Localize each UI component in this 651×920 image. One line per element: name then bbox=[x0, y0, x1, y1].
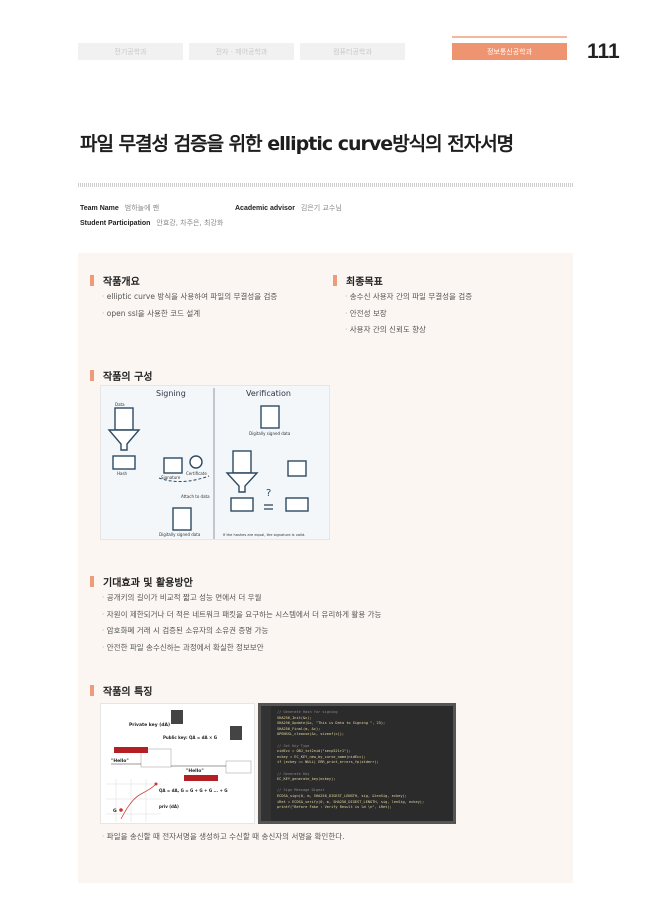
active-tab-indicator bbox=[452, 36, 567, 38]
data-label: Data bbox=[115, 402, 125, 407]
advisor: Academic advisor 김은기 교수님 bbox=[235, 203, 342, 213]
question-mark-icon: ? bbox=[266, 488, 271, 499]
heading-text: 기대효과 및 활용방안 bbox=[103, 578, 193, 589]
private-key-label: Private key (dA) bbox=[129, 722, 170, 728]
page-title: 파일 무결성 검증을 위한 elliptic curve방식의 전자서명 bbox=[80, 133, 514, 155]
list-item: 안전한 파일 송수신하는 과정에서 확실한 정보보안 bbox=[102, 640, 381, 657]
formula-label: QA = dA, G = G + G + G ... + G bbox=[159, 788, 228, 793]
code-line: // Generate Hash for signing bbox=[277, 710, 338, 714]
list-item: 송수신 사용자 간의 파일 무결성을 검증 bbox=[345, 289, 472, 306]
team-value: 범하늘에 팬 bbox=[124, 204, 160, 212]
heading-text: 최종목표 bbox=[346, 277, 383, 288]
signing-label: Signing bbox=[156, 389, 186, 398]
hash-icon bbox=[230, 497, 254, 512]
heading-marker bbox=[90, 275, 94, 286]
list-item: 사용자 간의 신뢰도 향상 bbox=[345, 322, 472, 339]
list-item: open ssl을 사용한 코드 설계 bbox=[102, 306, 277, 323]
code-line: SHA256_Update(&c, "This is Data to Signi… bbox=[277, 721, 386, 726]
code-line: eckey = EC_KEY_new_by_curve_name(nidEcc)… bbox=[277, 754, 366, 759]
signature-label: Signature bbox=[161, 475, 181, 480]
hello-label: "Hello" bbox=[111, 758, 129, 764]
equals-icon bbox=[264, 504, 273, 510]
students-value: 안효강, 차주은, 최강화 bbox=[156, 219, 224, 227]
tab-electronics[interactable]: 전자 · 제어공학과 bbox=[189, 43, 294, 60]
features-heading: 작품의 특징 bbox=[90, 683, 152, 698]
verification-label: Verification bbox=[246, 389, 291, 398]
hash-icon bbox=[112, 455, 136, 470]
code-line: EC_KEY_generate_key(eckey); bbox=[277, 777, 336, 782]
code-line: // Sign Message Digest bbox=[277, 788, 325, 793]
certificate-icon bbox=[189, 455, 203, 469]
hash-label: Hash bbox=[117, 471, 128, 476]
composition-heading: 작품의 구성 bbox=[90, 368, 152, 383]
code-line: iRet = ECDSA_verify(0, m, SHA256_DIGEST_… bbox=[277, 799, 425, 804]
advisor-label: Academic advisor bbox=[235, 205, 295, 212]
features-list: 파일을 송신할 때 전자서명을 생성하고 수신할 때 송신자의 서명을 확인한다… bbox=[102, 829, 345, 846]
code-line: printf("Before Fake : Verify Result is %… bbox=[277, 805, 392, 810]
heading-text: 작품개요 bbox=[103, 277, 140, 288]
code-line: if (eckey == NULL) ERR_print_errors_fp(s… bbox=[277, 760, 379, 765]
tab-electrical[interactable]: 전기공학과 bbox=[78, 43, 183, 60]
heading-marker bbox=[90, 576, 94, 587]
signed-document-icon bbox=[260, 405, 280, 429]
heading-marker bbox=[90, 370, 94, 381]
hash-icon bbox=[285, 497, 309, 512]
page-number: 111 bbox=[587, 40, 620, 63]
team-label: Team Name bbox=[80, 205, 119, 212]
divider bbox=[78, 183, 573, 187]
list-item: 자원이 제한되거나 더 적은 네트워크 패킷을 요구하는 시스템에서 더 유리하… bbox=[102, 607, 382, 624]
signed-document-icon bbox=[172, 507, 192, 531]
heading-text: 작품의 구성 bbox=[103, 372, 153, 383]
effects-heading: 기대효과 및 활용방안 bbox=[90, 574, 193, 589]
goal-list: 송수신 사용자 간의 파일 무결성을 검증 안전성 보장 사용자 간의 신뢰도 … bbox=[345, 289, 472, 339]
certificate-label: Certificate bbox=[186, 471, 207, 476]
students: Student Participation 안효강, 차주은, 최강화 bbox=[80, 218, 223, 228]
funnel-icon bbox=[225, 472, 259, 493]
code-line: SHA256_Init(&c); bbox=[277, 715, 312, 720]
signed-data-label: Digitally signed data bbox=[249, 431, 291, 436]
heading-text: 작품의 특징 bbox=[103, 687, 153, 698]
signature-diagram: Signing Verification ? Data Hash Signatu… bbox=[100, 385, 330, 540]
code-line: nidEcc = OBJ_txt2nid("secp521r1"); bbox=[277, 749, 351, 754]
code-line: OPENSSL_cleanse(&c, sizeof(c)); bbox=[277, 732, 345, 737]
funnel-icon bbox=[107, 429, 141, 451]
g-label: G bbox=[113, 808, 117, 814]
overview-heading: 작품개요 bbox=[90, 273, 140, 288]
overview-list: elliptic curve 방식을 사용하여 파일의 무결성을 검증 open… bbox=[102, 289, 278, 323]
public-key-label: Public key: QA = dA × G bbox=[163, 735, 217, 740]
signed-data-label: Digitally signed data bbox=[159, 532, 201, 537]
tab-ict[interactable]: 정보통신공학과 bbox=[452, 43, 567, 60]
bob-avatar bbox=[230, 726, 242, 740]
team-name: Team Name 범하늘에 팬 bbox=[80, 203, 159, 213]
heading-marker bbox=[90, 685, 94, 696]
students-label: Student Participation bbox=[80, 220, 151, 227]
code-line: SHA256_Final(m, &c); bbox=[277, 726, 321, 731]
alice-avatar bbox=[171, 710, 183, 724]
document-icon bbox=[114, 407, 134, 431]
lock-icon bbox=[163, 457, 183, 474]
list-item: 공개키의 길이가 비교적 짧고 성능 면에서 더 우월 bbox=[102, 590, 381, 607]
lock-icon bbox=[287, 460, 307, 477]
priv-label: priv (dA) bbox=[159, 804, 179, 809]
list-item: 안전성 보장 bbox=[345, 306, 472, 323]
heading-marker bbox=[333, 275, 337, 286]
code-line: ECDSA_sign(0, m, SHA256_DIGEST_LENGTH, s… bbox=[277, 793, 407, 798]
result-label: If the hashes are equal, the signature i… bbox=[223, 533, 305, 537]
ecc-diagram: Private key (dA) Public key: QA = dA × G… bbox=[100, 703, 255, 824]
attach-label: Attach to data bbox=[181, 494, 210, 499]
code-line: // Generate Key bbox=[277, 771, 310, 776]
advisor-value: 김은기 교수님 bbox=[300, 204, 342, 212]
code-line: // Set Key Type bbox=[277, 743, 310, 748]
tab-computer[interactable]: 컴퓨터공학과 bbox=[300, 43, 405, 60]
goal-heading: 최종목표 bbox=[333, 273, 383, 288]
list-item: 파일을 송신할 때 전자서명을 생성하고 수신할 때 송신자의 서명을 확인한다… bbox=[102, 829, 345, 846]
document-icon bbox=[232, 450, 252, 474]
hello-label: "Hello" bbox=[186, 768, 204, 774]
list-item: 암호화폐 거래 시 검증된 소유자의 소유권 증명 가능 bbox=[102, 623, 381, 640]
effects-list: 공개키의 길이가 비교적 짧고 성능 면에서 더 우월 자원이 제한되거나 더 … bbox=[102, 590, 382, 657]
list-item: elliptic curve 방식을 사용하여 파일의 무결성을 검증 bbox=[102, 289, 278, 306]
